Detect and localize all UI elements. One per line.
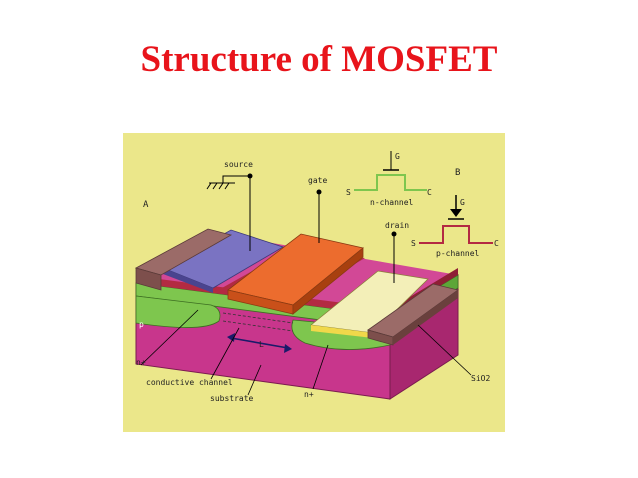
n-plus-right-label: n+ [304,390,314,399]
conductive-channel-leader [210,327,240,380]
source-contact-front [135,267,162,291]
n-channel-c-label: C [427,188,432,197]
source-label: source [224,160,253,169]
gate-metal-side [292,247,364,315]
p-channel-s-label: S [411,239,416,248]
n-plus-right-leader [312,344,329,390]
source-metal-front [163,268,213,293]
p-channel-g-label: G [460,198,465,207]
p-channel-caption: p-channel [436,249,480,258]
gate-label: gate [308,176,327,185]
channel-length-label: L [259,340,264,349]
panel-label-b: B [455,168,460,178]
conductive-channel-label: conductive channel [146,378,233,387]
substrate-leader [247,364,262,396]
drain-metal-front [311,325,373,338]
sio2-leader [417,324,472,376]
n-plus-source-region [135,295,221,328]
mosfet-diagram-panel: L source gate drain A B G S C n-channel … [123,133,505,432]
p-channel-c-label: C [494,239,499,248]
gate-terminal-dot [316,189,322,195]
p-region-label: p [139,320,144,329]
n-channel-caption: n-channel [370,198,414,207]
arrow-head-right [284,344,292,353]
n-channel-s-label: S [346,188,351,197]
slide-title: Structure of MOSFET [140,39,498,80]
drain-terminal-dot [391,231,397,237]
n-channel-g-label: G [395,152,400,161]
substrate-label: substrate [210,394,254,403]
ground-lead [222,175,250,183]
drain-label: drain [385,221,409,230]
n-plus-left-leader [140,309,199,366]
channel-dashed-line-bottom [222,320,294,332]
drain-metal-top [310,270,429,334]
channel-dashed-line-top [222,312,294,324]
drain-contact-side [393,290,458,345]
sio2-label: SiO2 [471,374,490,383]
p-channel-symbol: G S C p-channel [411,195,499,258]
n-channel-symbol: G S C n-channel [346,151,432,207]
channel-length-arrow [230,337,289,349]
panel-label-a: A [143,200,149,210]
mosfet-diagram: L source gate drain A B G S C n-channel … [134,151,499,403]
ground-icon [206,182,235,190]
n-plus-left-label: n+ [136,358,146,367]
